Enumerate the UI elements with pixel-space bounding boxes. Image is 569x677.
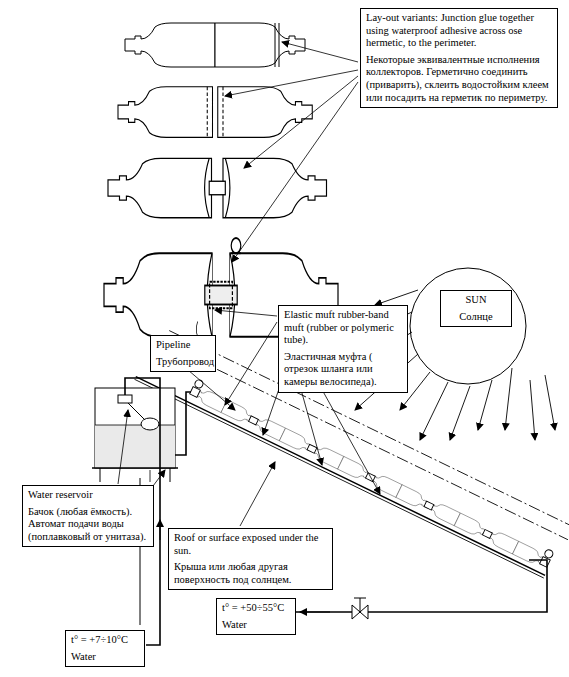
bottle-variant — [108, 158, 327, 217]
body-text: Крыша или любая другая поверхность под с… — [174, 561, 327, 586]
heading-text: SUN — [446, 294, 506, 307]
callout-box: Water reservoirБачок (любая ёмкость). Ав… — [22, 485, 154, 547]
water-tank — [92, 388, 178, 482]
sun-label: SUN Солнце — [440, 290, 512, 327]
leader-lines — [225, 42, 358, 262]
valve-symbol — [352, 598, 368, 619]
sun-circle — [410, 268, 526, 384]
collector — [134, 326, 569, 580]
heading-text: Roof or surface exposed under the sun. — [174, 532, 327, 557]
body-text: Water — [71, 651, 139, 664]
note-box: Lay-out variants: Junction glue together… — [360, 8, 558, 108]
body-text: Бачок (любая ёмкость). Автомат подачи во… — [28, 506, 148, 544]
callout-box: Elastic muft rubber-band muft (rubber or… — [278, 305, 408, 393]
bottle-variant — [118, 87, 312, 138]
body-text: Трубопровод — [156, 356, 210, 369]
heading-text: Elastic muft rubber-band muft (rubber or… — [284, 309, 402, 347]
bottle-variant — [125, 23, 305, 67]
body-text: Water — [222, 619, 290, 632]
body-text: Солнце — [446, 311, 506, 324]
callout-box: Roof or surface exposed under the sun. Кр… — [168, 528, 333, 590]
heading-text: t° = +50÷55°C — [222, 602, 290, 615]
body-text: Эластичная муфта ( отрезок шланга или ка… — [284, 351, 402, 389]
temperature-box: t° = +7÷10°C Water — [65, 630, 145, 667]
temperature-box: t° = +50÷55°C Water — [216, 598, 296, 635]
heading-text: Pipeline — [156, 339, 210, 352]
pipes — [125, 378, 547, 645]
heading-text: Lay-out variants: Junction glue together… — [366, 12, 552, 50]
callout-box: PipelineТрубопровод — [150, 335, 216, 372]
heading-text: t° = +7÷10°C — [71, 634, 139, 647]
body-text: Некоторые эквивалентные исполнения колле… — [366, 54, 552, 104]
heading-text: Water reservoir — [28, 489, 148, 502]
